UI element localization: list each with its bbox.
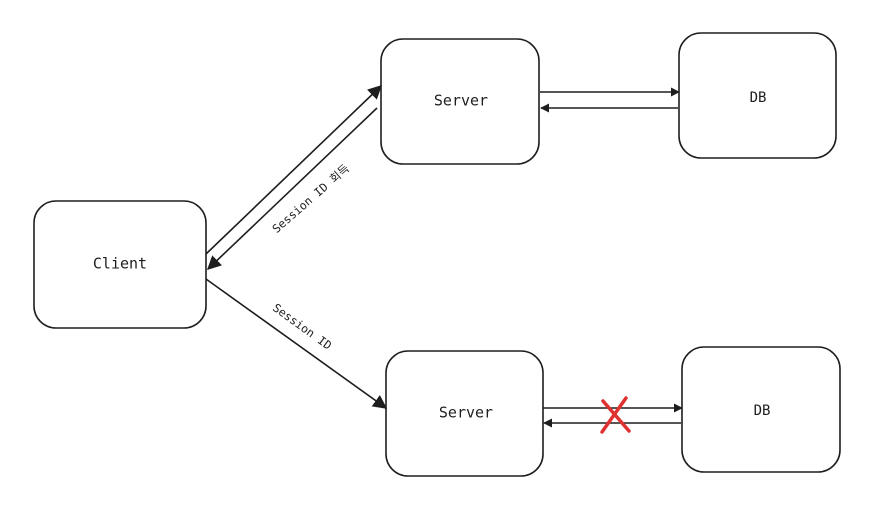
db-top-node: DB (678, 32, 837, 159)
server-bottom-node: Server (385, 350, 544, 477)
failure-mark-stroke (600, 396, 628, 434)
client-node: Client (33, 200, 207, 329)
db-top-label: DB (750, 90, 767, 106)
failure-mark-stroke (601, 399, 631, 433)
server-top-to-client-arrow (206, 107, 378, 270)
red-x-icon (600, 396, 631, 434)
db-bottom-label: DB (754, 403, 771, 419)
client-to-server-bottom-arrow (205, 278, 388, 409)
db-bottom-node: DB (681, 346, 841, 473)
client-label: Client (93, 255, 147, 273)
server-top-node: Server (380, 38, 540, 165)
session-send-label: Session ID (270, 301, 334, 353)
server-top-label: Server (434, 92, 488, 110)
server-bottom-label: Server (439, 404, 493, 422)
client-to-server-top-arrow (205, 85, 383, 255)
